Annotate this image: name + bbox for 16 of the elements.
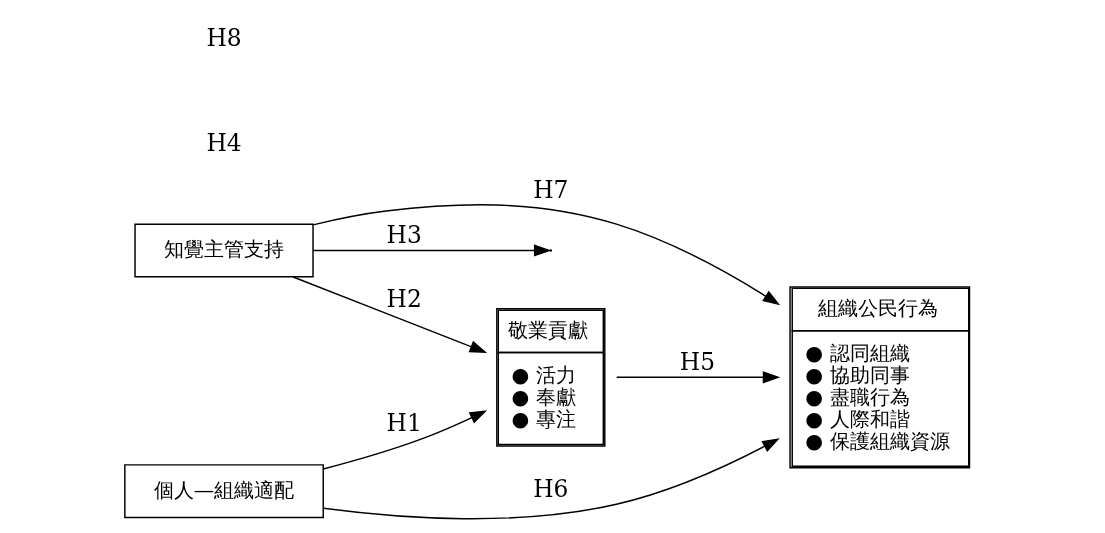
edge-label: H2 bbox=[386, 285, 422, 314]
arrow bbox=[322, 438, 780, 520]
edge-label: H7 bbox=[532, 175, 568, 204]
edge-label: H1 bbox=[386, 409, 422, 438]
arrow bbox=[311, 204, 780, 306]
arrow bbox=[615, 371, 780, 384]
label: H4 bbox=[205, 128, 242, 157]
arrow bbox=[291, 276, 487, 353]
edge-label: H6 bbox=[532, 474, 568, 503]
arrow bbox=[322, 410, 487, 470]
node-box: 個人—組織適配 bbox=[123, 464, 324, 519]
node-box: 知覺主管支持 bbox=[133, 223, 314, 278]
edge-label: H3 bbox=[386, 220, 422, 249]
label: H8 bbox=[205, 23, 242, 52]
edge-label: H5 bbox=[679, 347, 715, 376]
arrow bbox=[311, 244, 551, 257]
